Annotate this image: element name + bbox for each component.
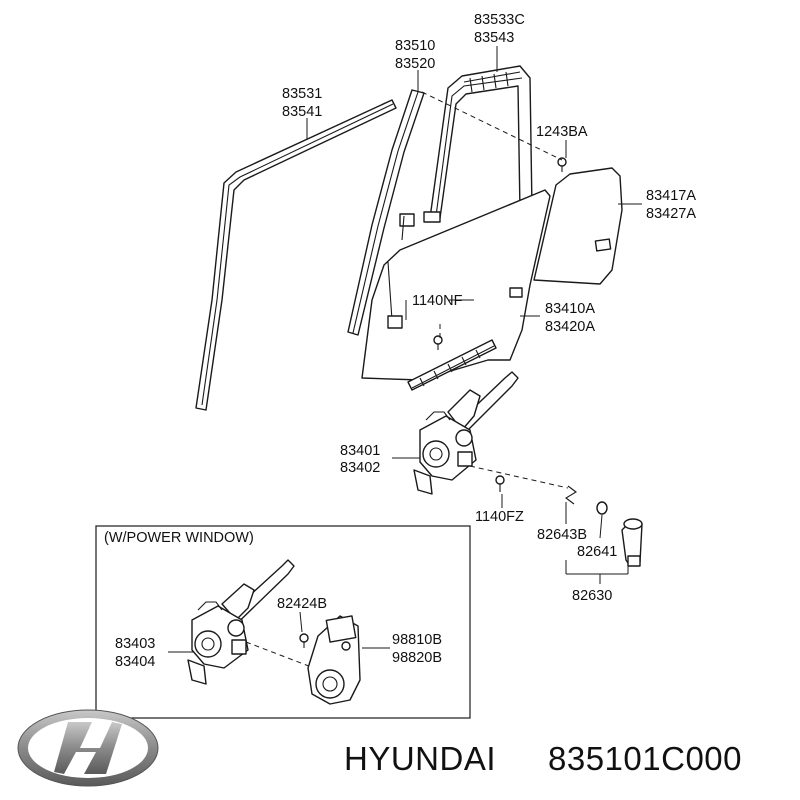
inset-border [95,525,471,719]
assembly-line-2 [469,465,569,489]
label-82643B: 82643B [537,527,587,543]
label-1243BA: 1243BA [536,124,588,140]
label-82630: 82630 [572,588,612,604]
leader-lines [306,46,642,584]
label-83410A: 83410A [545,301,595,317]
label-83401: 83401 [340,443,380,459]
label-1140NF: 1140NF [412,293,463,309]
manual-regulator-83401 [413,371,519,495]
power-regulator-83403 [187,559,295,685]
label-83427A: 83427A [646,206,696,222]
window-motor-98810B [307,615,361,705]
power-window-inset: (W/POWER WINDOW) [95,525,471,719]
bolt-82424B [299,633,309,648]
brand-name: HYUNDAI [344,740,496,777]
label-83402: 83402 [340,460,380,476]
escutcheon-82641 [596,501,608,515]
bolt-1140FZ [495,475,505,492]
label-83404: 83404 [115,654,155,670]
assembly-line-4 [245,641,315,669]
label-83417A: 83417A [646,188,696,204]
label-1140FZ: 1140FZ [475,509,524,525]
part-number: 835101C000 [548,740,742,777]
inset-title: (W/POWER WINDOW) [104,530,254,546]
window-handle-82630 [621,518,643,567]
label-83403: 83403 [115,636,155,652]
label-83533C: 83533C [474,12,525,28]
label-98810B: 98810B [392,632,442,648]
label-83543: 83543 [474,30,514,46]
bolt-1243BA [557,157,567,172]
glass-frame-83533C [423,65,533,223]
quarter-glass-83417A [533,167,623,285]
glass-bottom-rail [407,339,497,391]
label-82641: 82641 [577,544,617,560]
part-labels: 83533C 83543 83510 83520 83531 83541 124… [282,12,696,604]
label-83541: 83541 [282,104,322,120]
label-82424B: 82424B [277,596,327,612]
hyundai-logo [17,709,159,787]
label-83510: 83510 [395,38,435,54]
label-83520: 83520 [395,56,435,72]
label-83420A: 83420A [545,319,595,335]
door-glass-83410A [361,189,551,381]
run-channel-83531 [195,99,397,411]
assembly-line-1 [421,91,563,161]
clip-82643B [565,485,577,505]
label-83531: 83531 [282,86,322,102]
label-98820B: 98820B [392,650,442,666]
